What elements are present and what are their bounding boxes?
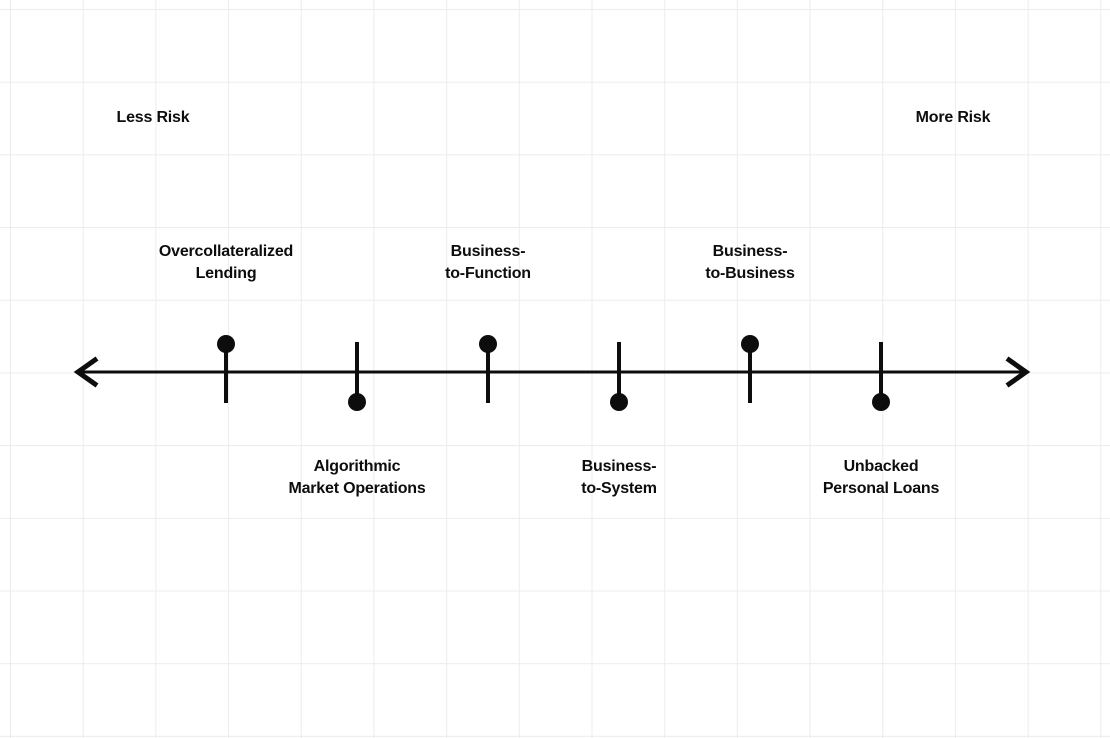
right-arrowhead-icon — [1005, 356, 1031, 388]
left-arrowhead-icon — [73, 356, 99, 388]
less-risk-label: Less Risk — [116, 109, 190, 126]
more-risk-label: More Risk — [915, 109, 991, 126]
